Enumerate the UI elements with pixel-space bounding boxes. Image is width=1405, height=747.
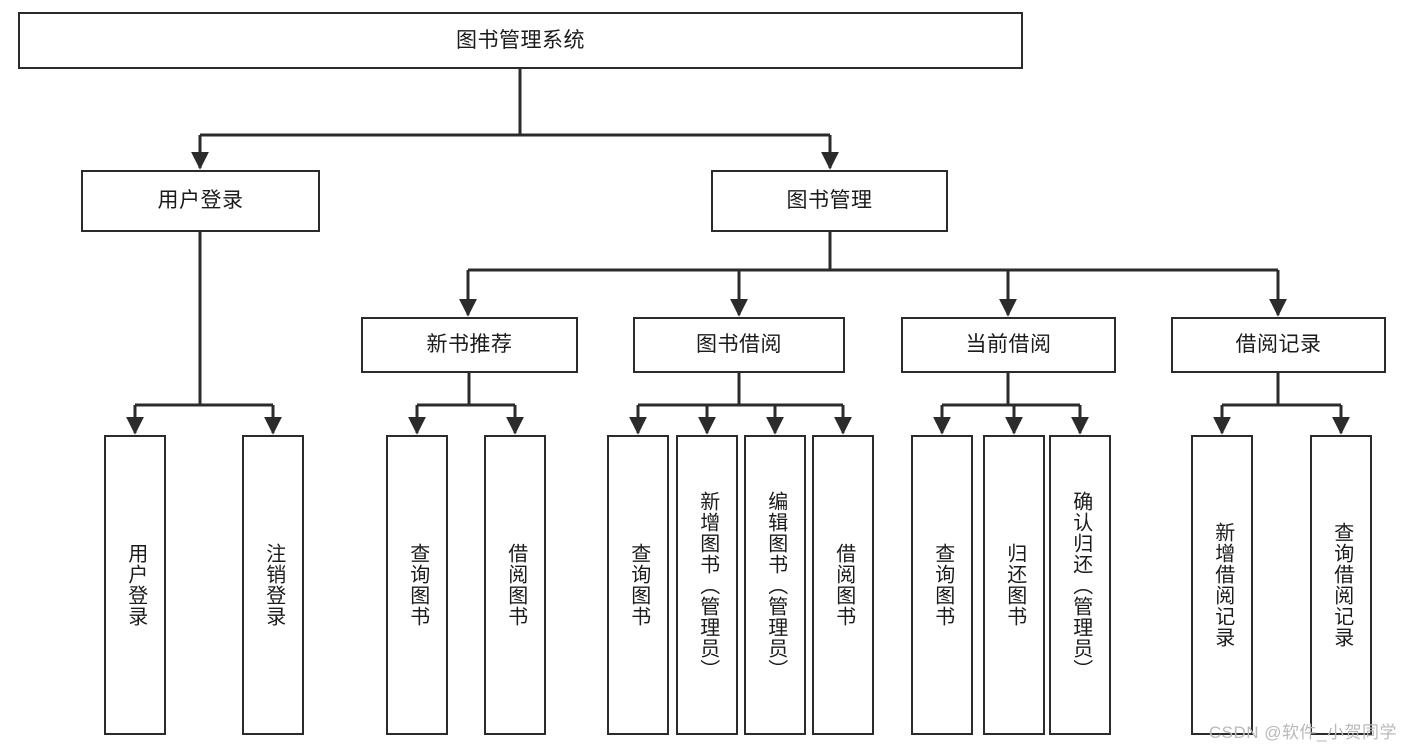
node-leaf-7[interactable]: 编辑图书（管理员） xyxy=(744,435,806,735)
node-level2-1-label: 用户登录 xyxy=(157,189,244,213)
node-leaf-5-label: 查询图书 xyxy=(627,543,650,627)
node-level3-1-label: 新书推荐 xyxy=(426,333,513,357)
node-leaf-5[interactable]: 查询图书 xyxy=(607,435,669,735)
node-root[interactable]: 图书管理系统 xyxy=(18,12,1023,69)
node-leaf-1-label: 用户登录 xyxy=(124,543,147,627)
node-level3-3[interactable]: 当前借阅 xyxy=(901,317,1116,373)
node-leaf-4[interactable]: 借阅图书 xyxy=(484,435,546,735)
node-level3-4-label: 借阅记录 xyxy=(1235,333,1322,357)
node-level2-1[interactable]: 用户登录 xyxy=(81,170,320,232)
node-level3-1[interactable]: 新书推荐 xyxy=(361,317,578,373)
node-leaf-1[interactable]: 用户登录 xyxy=(104,435,166,735)
node-leaf-4-label: 借阅图书 xyxy=(504,543,527,627)
node-leaf-13-label: 查询借阅记录 xyxy=(1330,522,1353,648)
node-leaf-3-label: 查询图书 xyxy=(406,543,429,627)
node-root-label: 图书管理系统 xyxy=(456,28,585,52)
node-leaf-8-label: 借阅图书 xyxy=(832,543,855,627)
node-level3-2[interactable]: 图书借阅 xyxy=(633,317,845,373)
node-leaf-11-label: 确认归还（管理员） xyxy=(1069,490,1092,680)
node-leaf-10-label: 归还图书 xyxy=(1003,543,1026,627)
node-level3-3-label: 当前借阅 xyxy=(965,333,1052,357)
node-leaf-9[interactable]: 查询图书 xyxy=(911,435,973,735)
node-leaf-6-label: 新增图书（管理员） xyxy=(696,490,719,680)
node-level2-2-label: 图书管理 xyxy=(786,189,873,213)
node-leaf-12[interactable]: 新增借阅记录 xyxy=(1191,435,1253,735)
node-leaf-12-label: 新增借阅记录 xyxy=(1211,522,1234,648)
node-leaf-11[interactable]: 确认归还（管理员） xyxy=(1049,435,1111,735)
node-leaf-13[interactable]: 查询借阅记录 xyxy=(1310,435,1372,735)
node-leaf-9-label: 查询图书 xyxy=(931,543,954,627)
node-leaf-6[interactable]: 新增图书（管理员） xyxy=(676,435,738,735)
node-leaf-8[interactable]: 借阅图书 xyxy=(812,435,874,735)
node-level2-2[interactable]: 图书管理 xyxy=(711,170,948,232)
node-level3-2-label: 图书借阅 xyxy=(696,333,782,357)
node-leaf-3[interactable]: 查询图书 xyxy=(386,435,448,735)
node-leaf-10[interactable]: 归还图书 xyxy=(983,435,1045,735)
node-level3-4[interactable]: 借阅记录 xyxy=(1171,317,1386,373)
node-leaf-2[interactable]: 注销登录 xyxy=(242,435,304,735)
node-leaf-2-label: 注销登录 xyxy=(262,543,285,627)
node-leaf-7-label: 编辑图书（管理员） xyxy=(764,490,787,680)
